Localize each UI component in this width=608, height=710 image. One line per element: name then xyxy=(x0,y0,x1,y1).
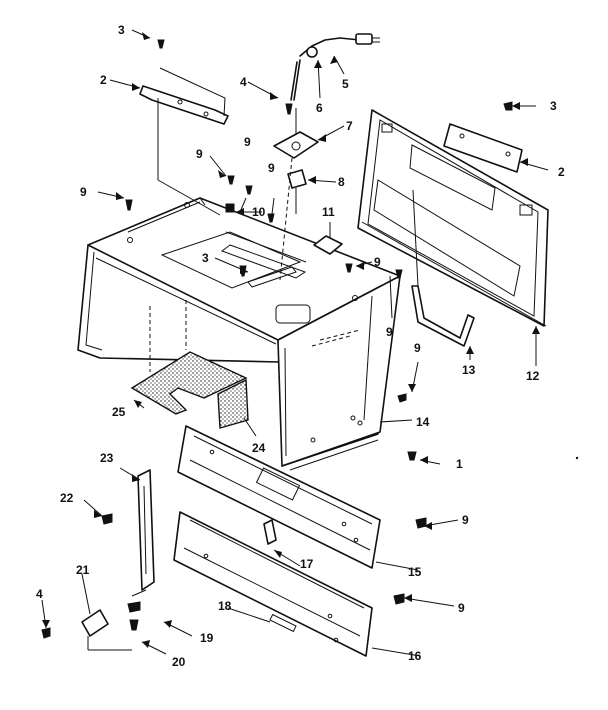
callout-16: 16 xyxy=(408,649,422,663)
callout-21: 21 xyxy=(76,563,90,577)
callout-12: 12 xyxy=(526,369,540,383)
callout-24: 24 xyxy=(252,441,266,455)
callout-8: 8 xyxy=(338,175,345,189)
rear-panel xyxy=(357,109,549,327)
u-bracket xyxy=(411,189,475,347)
callout-9: 9 xyxy=(196,147,203,161)
top-bracket-left xyxy=(139,67,229,216)
part-17-block xyxy=(263,519,277,545)
stray-mark xyxy=(575,456,579,460)
screws xyxy=(41,39,513,639)
callout-6: 6 xyxy=(316,101,323,115)
callout-2: 2 xyxy=(558,165,565,179)
callout-22: 22 xyxy=(60,491,74,505)
control-panel-upper xyxy=(177,425,381,569)
rear-bracket-right xyxy=(443,123,523,173)
callout-19: 19 xyxy=(200,631,214,645)
callout-4: 4 xyxy=(240,75,247,89)
terminal-cord-assembly xyxy=(273,33,380,281)
small-plate xyxy=(313,235,343,255)
callout-1: 1 xyxy=(456,457,463,471)
arrowheads xyxy=(42,32,540,648)
callout-9: 9 xyxy=(462,513,469,527)
callout-9: 9 xyxy=(80,185,87,199)
callout-11: 11 xyxy=(322,205,335,219)
callout-3: 3 xyxy=(118,23,125,37)
callout-9: 9 xyxy=(386,325,393,339)
callout-20: 20 xyxy=(172,655,186,669)
callout-13: 13 xyxy=(462,363,476,377)
callout-5: 5 xyxy=(342,77,349,91)
callout-9: 9 xyxy=(268,161,275,175)
hinge-bracket xyxy=(81,589,147,651)
callout-18: 18 xyxy=(218,599,232,613)
control-panel-lower xyxy=(173,511,373,657)
callout-3: 3 xyxy=(550,99,557,113)
callout-14: 14 xyxy=(416,415,430,429)
callout-9: 9 xyxy=(458,601,465,615)
cabinet-body xyxy=(77,197,401,471)
side-bracket xyxy=(137,469,155,591)
callout-25: 25 xyxy=(112,405,126,419)
callout-9: 9 xyxy=(244,135,251,149)
callout-4: 4 xyxy=(36,587,43,601)
callout-9: 9 xyxy=(414,341,421,355)
callout-7: 7 xyxy=(346,119,353,133)
callout-23: 23 xyxy=(100,451,114,465)
callout-17: 17 xyxy=(300,557,314,571)
callout-15: 15 xyxy=(408,565,422,579)
callout-10: 10 xyxy=(252,205,266,219)
callout-2: 2 xyxy=(100,73,107,87)
insulation-pads xyxy=(130,300,249,429)
callout-labels: 3 2 4 5 6 7 8 9 9 9 9 10 11 3 9 9 3 2 13… xyxy=(36,23,565,669)
callout-3: 3 xyxy=(202,251,209,265)
callout-9: 9 xyxy=(374,255,381,269)
